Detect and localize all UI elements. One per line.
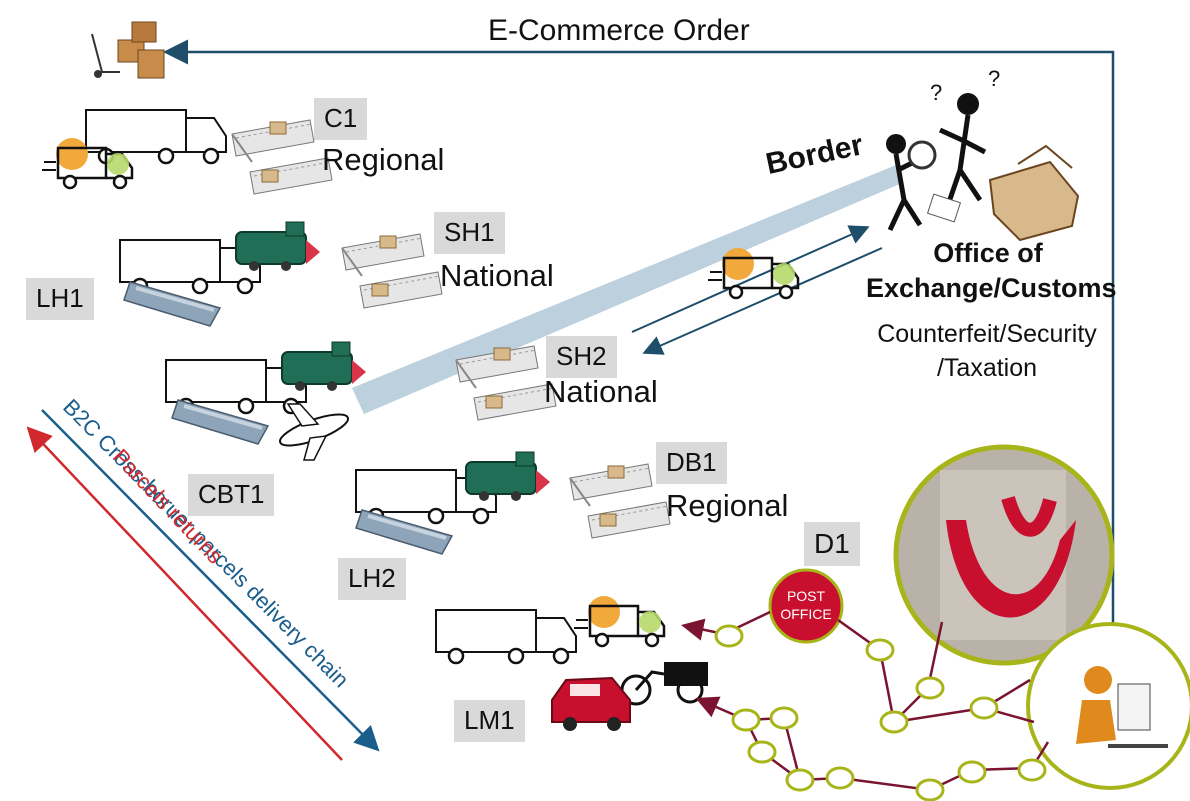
d1-code-tag: D1 bbox=[804, 522, 860, 567]
lh1-tag: LH1 bbox=[26, 278, 94, 320]
parcels-stack-icon bbox=[91, 21, 165, 79]
db1-scope-label: Regional bbox=[666, 488, 789, 523]
lh2-train-icon bbox=[465, 451, 551, 502]
cbt1-train-icon bbox=[281, 341, 367, 392]
customs-subtitle: Counterfeit/Security /Taxation bbox=[858, 318, 1116, 386]
cargo-bike-icon bbox=[620, 662, 708, 706]
customs-sub-line2: /Taxation bbox=[936, 353, 1038, 382]
c1-scope-label: Regional bbox=[322, 142, 445, 177]
c1-code-tag: C1 bbox=[314, 98, 368, 140]
customs-sub-line1: Counterfeit/Security bbox=[877, 320, 1097, 348]
sh2-code-tag: SH2 bbox=[546, 336, 617, 378]
sh2-conveyor-icon bbox=[455, 345, 557, 421]
airplane-icon bbox=[278, 403, 350, 461]
border-band bbox=[352, 165, 902, 414]
lh2-tag: LH2 bbox=[338, 558, 406, 600]
post-office-photo bbox=[893, 444, 1115, 666]
cbt1-tag: CBT1 bbox=[188, 474, 275, 516]
customer-at-laptop-icon bbox=[1026, 622, 1190, 790]
svg-text:?: ? bbox=[930, 80, 942, 105]
delivery-chain-arrow bbox=[41, 409, 380, 752]
returns-arrow bbox=[26, 426, 343, 761]
sh1-code-tag: SH1 bbox=[434, 212, 505, 254]
lh1-train-icon bbox=[235, 221, 321, 272]
ecommerce-order-label: E-Commerce Order bbox=[488, 14, 750, 47]
customs-title-line1: Office of bbox=[933, 238, 1043, 268]
sh1-conveyor-icon bbox=[341, 233, 443, 309]
lm1-tag: LM1 bbox=[454, 700, 525, 742]
from-customs-arrow bbox=[642, 247, 883, 355]
route-nodes bbox=[714, 624, 1047, 801]
post-office-line1: POST bbox=[787, 588, 826, 604]
to-customs-arrow bbox=[631, 225, 870, 333]
sh2-scope-label: National bbox=[544, 374, 658, 409]
red-delivery-van-icon bbox=[551, 676, 631, 731]
lm1-van-icon bbox=[572, 594, 666, 648]
sh1-scope-label: National bbox=[440, 258, 554, 293]
db1-conveyor-icon bbox=[569, 463, 671, 539]
post-office-line2: OFFICE bbox=[780, 606, 831, 622]
ecommerce-order-arrow bbox=[163, 39, 1115, 662]
post-office-sign: POST OFFICE bbox=[768, 568, 844, 644]
svg-text:?: ? bbox=[988, 66, 1000, 91]
customs-title-line2: Exchange/Customs bbox=[866, 273, 1117, 304]
lm1-truck-icon bbox=[434, 608, 578, 665]
customs-title: Office of Exchange/Customs bbox=[866, 236, 1117, 306]
customs-inspectors-icon: ? ? bbox=[886, 66, 1080, 242]
db1-code-tag: DB1 bbox=[656, 442, 727, 484]
